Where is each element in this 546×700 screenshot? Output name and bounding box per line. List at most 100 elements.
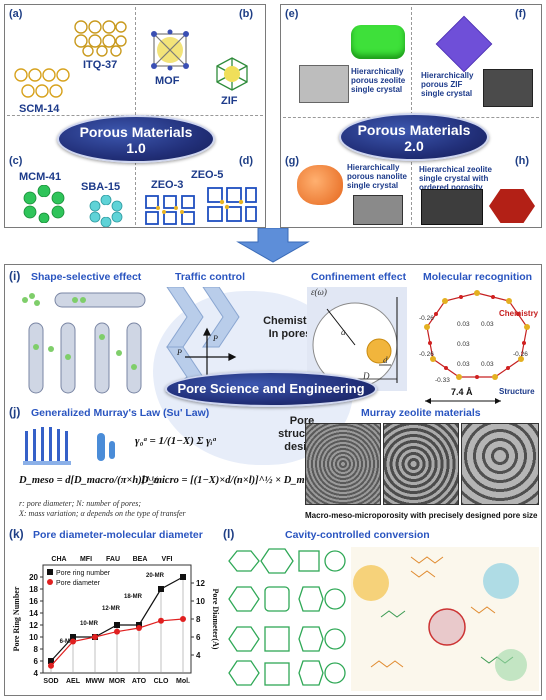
confinement-eps-label: ε(ω) [311,287,327,297]
mol-value-7: 0.03 [457,361,470,368]
equation-dmeso: D_meso = d[D_macro/(π×h)]^½ [19,475,160,486]
series-point-diameter [180,616,186,622]
svg-text:P: P [212,334,218,343]
zif-crystal-image [435,15,493,73]
zeo5-framework-image [207,187,257,222]
mol-value-1: -0.26 [419,315,434,322]
cavity-cages-image [228,548,346,686]
series-point-ring [180,574,186,580]
macro-meso-caption: Macro-meso-microporosity with precisely … [305,511,538,520]
series-point-diameter [136,625,142,631]
x-category-label: ATO [132,678,147,685]
confinement-title: Confinement effect [311,271,407,283]
x-top-category-label: VFI [162,556,173,563]
panel-label-g: (g) [285,155,300,167]
right-tick-label: 8 [196,615,201,624]
zeo3-framework-image [145,195,195,225]
sba15-mesopore-image [89,195,123,227]
chemistry-tag: Chemistry [499,309,539,318]
caption-e: Hierarchically porous zeolite single cry… [351,67,406,94]
left-tick-label: 8 [34,645,39,654]
caption-h: Hierarchical zeolite single crystal with… [419,165,492,192]
murray-law-title: Generalized Murray's Law (Su' Law) [31,407,210,419]
confinement-D-label: D [363,371,370,381]
itq37-framework-image [74,20,127,57]
green-zeolite-crystal-image [351,25,405,59]
y-axis-right-label: Pore Diameter(Å) [211,589,219,650]
panel-label-d: (d) [239,155,254,167]
ring-label: 12-MR [102,606,121,612]
left-tick-label: 18 [29,585,38,594]
mof-structure-image [151,29,189,71]
legend-marker-ring [47,569,53,575]
mol-value-9: -0.33 [435,377,450,384]
l-title: Cavity-controlled conversion [285,529,430,541]
panel-label-a: (a) [9,8,23,20]
traffic-control-title: Traffic control [175,271,246,283]
porous-materials-2-version: 2.0 [404,138,424,154]
porous-materials-1-title: Porous Materials [79,124,193,140]
mol-value-6: -0.26 [513,351,528,358]
porous-materials-2-badge: Porous Materials 2.0 [339,113,489,161]
shape-selective-image [22,292,146,394]
molecular-recognition-title: Molecular recognition [423,271,533,283]
porous-materials-1-panel: (a) (b) (c) (d) ITQ-37 SCM-14 MOF ZIF [4,4,266,228]
y-axis-left-label: Pore Ring Number [12,586,21,651]
panel-label-f: (f) [515,8,526,20]
nanolite-tem-image [353,195,403,225]
murray-tree-image [23,427,71,465]
zeolite-sem-image [421,189,483,225]
panel-label-l: (l) [223,527,235,541]
confinement-d-label: d [383,355,388,365]
right-tick-label: 12 [196,579,205,588]
mol-value-2: 0.03 [457,321,470,328]
porous-materials-1-version: 1.0 [126,140,146,156]
series-point-ring [70,634,76,640]
chemistry-in-pores-line1: Chemistry [263,315,317,327]
porous-materials-1-badge: Porous Materials 1.0 [57,115,215,163]
mol-value-8: 0.03 [481,361,494,368]
panel-label-c: (c) [9,155,23,167]
shape-selective-title: Shape-selective effect [31,271,142,283]
pore-science-panel: (i) Shape-selective effect Traffic contr… [4,264,542,696]
itq37-label: ITQ-37 [83,59,118,71]
x-top-category-label: CHA [51,556,66,563]
x-category-label: Mol. [176,678,190,685]
down-arrow-icon [236,228,310,263]
panel-label-j: (j) [9,405,21,419]
zif-tem-image [483,69,533,107]
left-tick-label: 10 [29,633,38,642]
murray-zeolite-sem-1 [305,423,381,505]
series-point-diameter [114,628,120,635]
left-tick-label: 12 [29,621,38,630]
red-zeolite-crystal-image [489,189,535,223]
distance-label: 7.4 Å [451,387,473,397]
series-point-ring [114,622,120,628]
left-tick-label: 20 [29,573,38,582]
murray-legend-line1: r: pore diameter; N: number of pores; [19,499,142,508]
left-tick-label: 16 [29,597,38,606]
pore-science-title: Pore Science and Engineering [177,381,365,396]
panel-label-i: (i) [9,269,21,283]
scm14-framework-image [14,68,70,98]
caption-g: Hierarchically porous nanolite single cr… [347,163,407,190]
mof-label: MOF [155,75,180,87]
x-category-label: MOR [109,678,125,685]
mcm41-mesopore-image [23,185,65,223]
x-category-label: AEL [66,678,81,685]
legend-label-ring: Pore ring number [56,570,111,577]
porous-materials-2-panel: (e) (f) (g) (h) Hierarchically porous ze… [280,4,542,228]
x-category-label: CLO [154,678,169,685]
mol-value-4: -0.26 [419,351,434,358]
series-point-diameter [70,638,76,645]
series-point-ring [158,586,164,592]
cavity-conversion-image [351,547,539,691]
right-tick-label: 6 [196,633,201,642]
equation-gamma: γ₀ᵅ = 1/(1−X) Σ γᵢᵅ [135,435,216,447]
left-tick-label: 4 [34,669,39,678]
ring-label: 18-MR [124,594,143,600]
ring-label: 10-MR [80,621,99,627]
panel-label-b: (b) [239,8,254,20]
panel-label-h: (h) [515,155,530,167]
